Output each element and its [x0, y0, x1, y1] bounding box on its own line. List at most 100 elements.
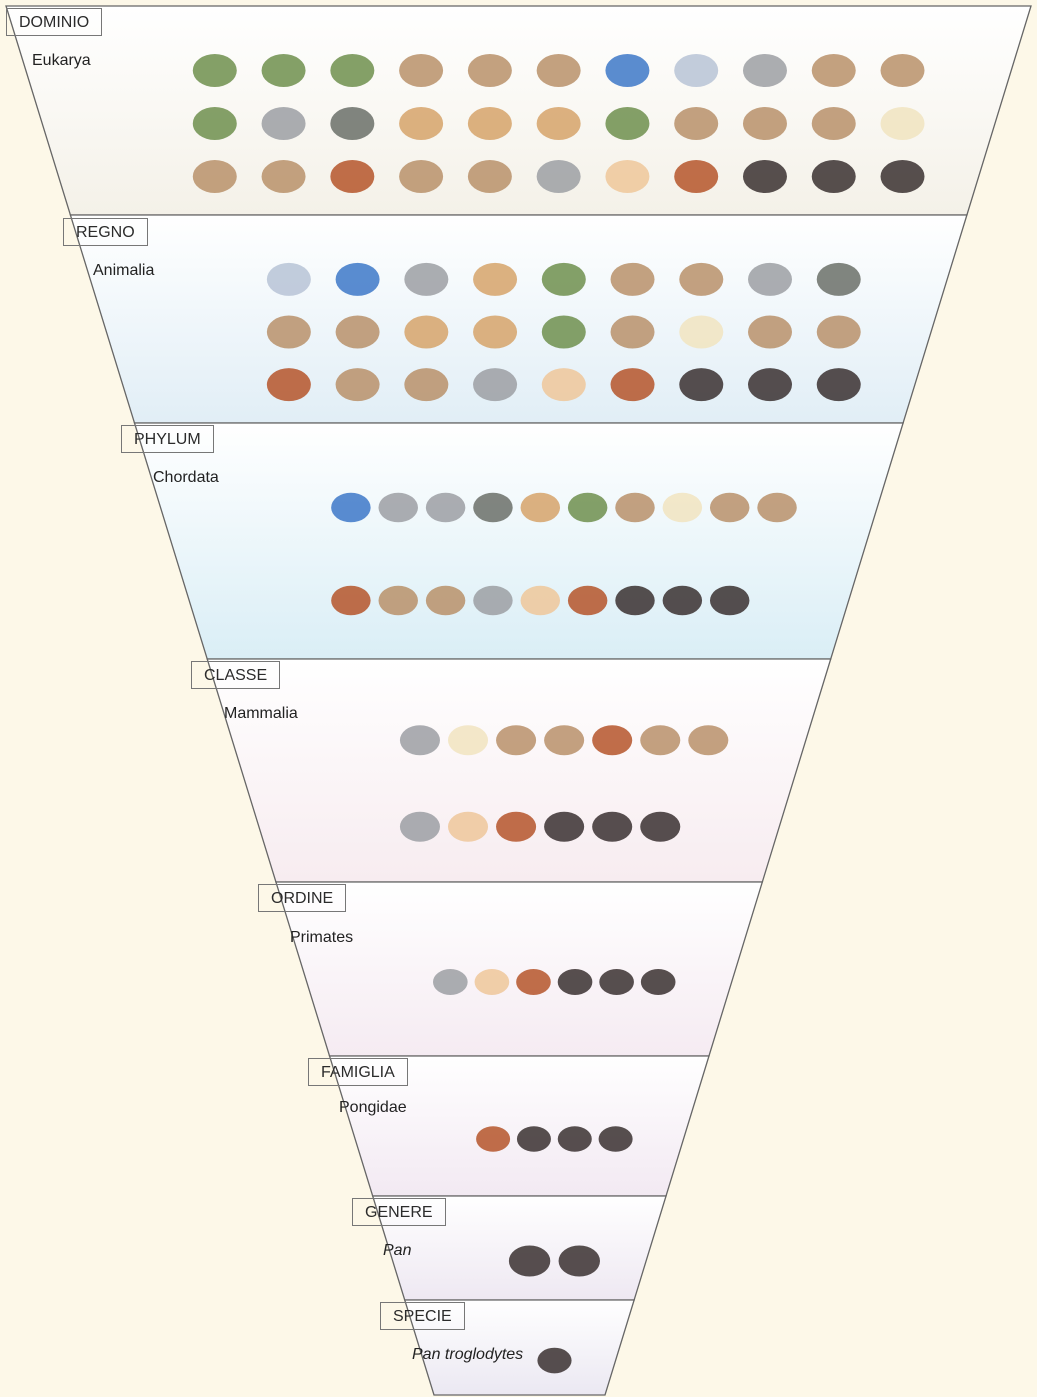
spider-icon: [611, 263, 655, 296]
plant-icon: [330, 54, 374, 87]
fungus-icon: [468, 54, 512, 87]
platypus-icon: [640, 725, 680, 755]
shrimp-icon: [267, 316, 311, 349]
coral-icon: [537, 107, 581, 140]
rank-label-specie: SPECIE: [380, 1302, 465, 1330]
fish-blue-icon: [605, 54, 649, 87]
dog-icon: [544, 725, 584, 755]
frog-icon: [605, 107, 649, 140]
kangaroo-icon: [267, 368, 311, 401]
rank-label-ordine: ORDINE: [258, 884, 346, 912]
kangaroo-icon: [592, 725, 632, 755]
gorilla-icon: [679, 368, 723, 401]
mushroom-icon: [399, 54, 443, 87]
gorilla-icon: [517, 1126, 551, 1152]
chimpanzee-icon: [748, 368, 792, 401]
bird-icon: [812, 107, 856, 140]
wolf-icon: [748, 316, 792, 349]
taxon-name-pan: Pan: [383, 1242, 411, 1260]
taxon-name-chordata: Chordata: [153, 469, 219, 487]
wolf-icon: [193, 160, 237, 193]
kangaroo-icon: [331, 586, 370, 616]
gorilla-icon: [544, 812, 584, 842]
bear-icon: [663, 493, 702, 523]
platypus-icon: [336, 368, 380, 401]
gorilla-icon: [615, 586, 654, 616]
jellyfish-icon: [267, 263, 311, 296]
frog-icon: [568, 493, 607, 523]
taxon-name-mammalia: Mammalia: [224, 705, 298, 723]
fish-blue-icon: [336, 263, 380, 296]
taxon-name-primates: Primates: [290, 929, 353, 947]
taxon-name-animalia: Animalia: [93, 262, 154, 280]
human-icon: [542, 368, 586, 401]
starfish-icon: [473, 263, 517, 296]
chimpanzee-sitting-icon: [817, 368, 861, 401]
tree-icon: [262, 54, 306, 87]
coral-icon: [473, 316, 517, 349]
orangutan-icon: [674, 160, 718, 193]
rank-label-dominio: DOMINIO: [6, 8, 102, 36]
rank-label-regno: REGNO: [63, 218, 148, 246]
taxon-name-pan-troglodytes: Pan troglodytes: [412, 1346, 523, 1364]
beaver-icon: [426, 586, 465, 616]
orangutan-icon: [516, 969, 551, 995]
kangaroo-icon: [330, 160, 374, 193]
orangutan-icon: [611, 368, 655, 401]
lemur-icon: [537, 160, 581, 193]
lemur-icon: [473, 368, 517, 401]
sponge-icon: [468, 107, 512, 140]
dolphin-icon: [379, 493, 418, 523]
chimpanzee-icon: [592, 812, 632, 842]
taxon-name-eukarya: Eukarya: [32, 52, 91, 70]
lemur-icon: [473, 586, 512, 616]
bird-icon: [615, 493, 654, 523]
chimpanzee-icon: [663, 586, 702, 616]
wolf-icon: [496, 725, 536, 755]
fish-green-icon: [542, 263, 586, 296]
fish-green-icon: [193, 107, 237, 140]
turtle-icon: [473, 493, 512, 523]
chimpanzee-sitting-icon: [559, 1245, 600, 1276]
spider-icon: [881, 54, 925, 87]
beetle-icon: [812, 54, 856, 87]
taxon-name-pongidae: Pongidae: [339, 1099, 407, 1117]
chimpanzee-sitting-icon: [640, 812, 680, 842]
dog-icon: [757, 493, 796, 523]
gorilla-icon: [558, 969, 593, 995]
bear-icon: [679, 316, 723, 349]
beaver-icon: [404, 368, 448, 401]
chimpanzee-icon: [812, 160, 856, 193]
band-phylum: [134, 423, 903, 659]
jellyfish-icon: [674, 54, 718, 87]
shark-icon: [426, 493, 465, 523]
chimpanzee-icon: [537, 1348, 571, 1374]
human-icon: [521, 586, 560, 616]
band-classe: [207, 659, 831, 882]
sponge-icon: [521, 493, 560, 523]
bear-icon: [881, 107, 925, 140]
turtle-icon: [330, 107, 374, 140]
snail-icon: [674, 107, 718, 140]
starfish-icon: [399, 107, 443, 140]
chimpanzee-sitting-icon: [710, 586, 749, 616]
chimpanzee-sitting-icon: [641, 969, 676, 995]
sponge-icon: [404, 316, 448, 349]
platypus-icon: [379, 586, 418, 616]
fish-blue-icon: [331, 493, 370, 523]
human-icon: [605, 160, 649, 193]
wolf-icon: [710, 493, 749, 523]
bear-icon: [448, 725, 488, 755]
rank-label-phylum: PHYLUM: [121, 425, 214, 453]
shark-icon: [748, 263, 792, 296]
dolphin-icon: [743, 54, 787, 87]
dolphin-icon: [400, 725, 440, 755]
platypus-icon: [399, 160, 443, 193]
beetle-icon: [679, 263, 723, 296]
shrimp-icon: [743, 107, 787, 140]
orangutan-icon: [496, 812, 536, 842]
rank-label-famiglia: FAMIGLIA: [308, 1058, 408, 1086]
beaver-icon: [688, 725, 728, 755]
human-icon: [475, 969, 510, 995]
